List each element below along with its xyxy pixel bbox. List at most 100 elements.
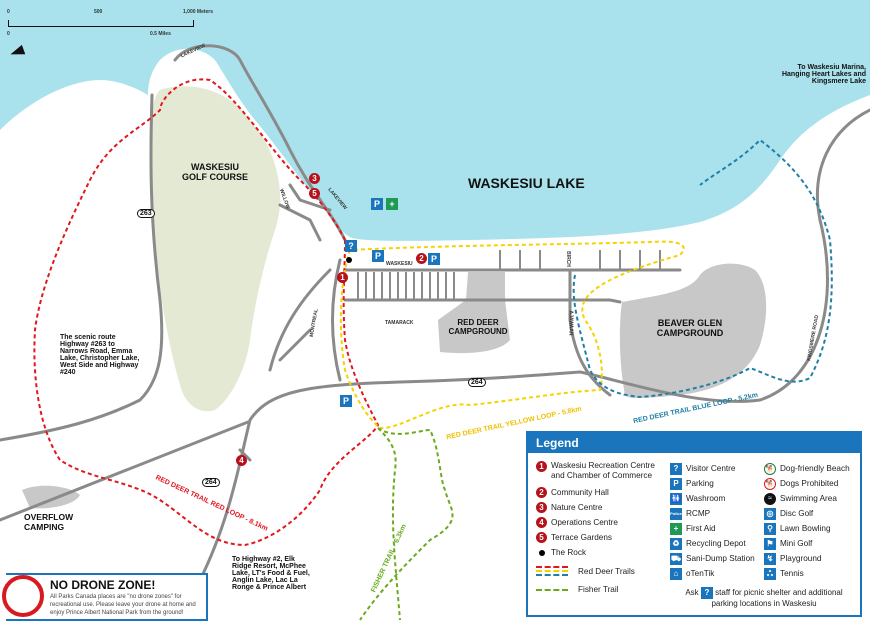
disc-golf-icon: ◎ [764, 507, 776, 520]
legend-item: +First Aid [670, 521, 765, 536]
legend-item: ⚑Mini Golf [764, 536, 862, 551]
parking-icon[interactable]: P [340, 395, 352, 407]
otentik-icon: ⌂ [670, 567, 682, 580]
legend-item: ⛟Sani-Dump Station [670, 551, 765, 566]
to-marina-label: To Waskesiu Marina, Hanging Heart Lakes … [781, 64, 866, 85]
legend-label: Red Deer Trails [578, 566, 635, 576]
legend-item: ◎Disc Golf [764, 506, 862, 521]
legend-item: ♻ Recycling Depot [670, 536, 765, 551]
marker-terrace-gardens[interactable]: 5 [309, 188, 320, 199]
blue-loop-trail [572, 138, 833, 399]
legend-label: Tennis [780, 569, 804, 578]
no-drone-text: All Parks Canada places are "no drone zo… [50, 594, 196, 616]
legend-item: The Rock [536, 545, 666, 560]
legend-label: Swimming Area [780, 494, 837, 503]
red-deer-trails-icon [536, 566, 568, 576]
legend-item: 🐕 Dog-friendly Beach [764, 461, 862, 476]
legend-item: 🐕 Dogs Prohibited [764, 476, 862, 491]
legend-item: ⌂ oTenTik [670, 566, 765, 581]
ask-prefix: Ask [685, 588, 699, 598]
marker-community-hall[interactable]: 2 [416, 253, 427, 264]
to-highway-2-label: To Highway #2, Elk Ridge Resort, McPhee … [232, 556, 310, 591]
legend-label: First Aid [686, 524, 716, 533]
legend-item: ≈Swimming Area [764, 491, 862, 506]
parking-icon: P [670, 477, 682, 490]
legend-title: Legend [528, 433, 860, 453]
fisher-trail [359, 427, 454, 621]
first-aid-icon[interactable]: + [386, 198, 398, 210]
legend-label: The Rock [551, 548, 587, 557]
red-deer-campground-area [438, 272, 510, 354]
legend-label: Terrace Gardens [551, 533, 612, 542]
recycling-icon: ♻ [670, 537, 682, 550]
scale-miles-0: 0 [7, 31, 10, 37]
marker-operations-centre[interactable]: 4 [236, 455, 247, 466]
golf-course [150, 86, 281, 412]
scale-meters-500: 500 [94, 9, 103, 15]
no-drone-icon [2, 575, 44, 617]
dog-friendly-icon: 🐕 [764, 462, 776, 475]
ask-text: staff for picnic shelter and additional … [711, 588, 843, 608]
sani-dump-icon: ⛟ [670, 552, 682, 565]
scenic-route-label: The scenic route Highway #263 to Narrows… [60, 334, 140, 376]
rock-icon [538, 549, 545, 556]
playground-icon: ↯ [764, 552, 776, 565]
street-ajawaan: AJAWAAN [567, 310, 574, 336]
number-5-icon: 5 [536, 532, 547, 543]
legend-label: Playground [780, 554, 822, 563]
parking-icon[interactable]: P [428, 253, 440, 265]
no-drone-zone-notice: NO DRONE ZONE! All Parks Canada places a… [2, 573, 208, 621]
highway-263-shield: 263 [137, 209, 155, 218]
highway-264-shield: 264 [468, 378, 486, 387]
legend-item: Red Deer Trails [536, 560, 666, 582]
visitor-centre-icon[interactable]: ? [345, 240, 357, 252]
campsite-roads [357, 250, 661, 300]
dogs-prohibited-icon: 🐕 [764, 477, 776, 490]
parking-icon[interactable]: P [371, 198, 383, 210]
overflow-camping-label: OVERFLOW CAMPING [24, 512, 74, 532]
lawn-bowling-icon: ⚲ [764, 522, 776, 535]
beaver-glen-campground-area [619, 263, 767, 399]
no-drone-title: NO DRONE ZONE! [50, 578, 156, 592]
legend-label: Waskesiu Recreation Centre and Chamber o… [551, 461, 655, 480]
visitor-centre-icon: ? [670, 462, 682, 475]
street-waskesiu: WASKESIU [386, 261, 413, 267]
legend-label: Dogs Prohibited [780, 479, 839, 488]
legend-label: Visitor Centre [686, 464, 736, 473]
yellow-loop-trail [339, 240, 685, 430]
number-2-icon: 2 [536, 487, 547, 498]
scale-meters-0: 0 [7, 9, 10, 15]
legend-label: Washroom [686, 494, 726, 503]
legend-label: Operations Centre [551, 518, 618, 527]
legend-item: 3 Nature Centre [536, 500, 666, 515]
legend-item: 🚻Washroom [670, 491, 765, 506]
waskesiu-lake [0, 0, 870, 241]
scale-meters-1000: 1,000 Meters [183, 9, 214, 15]
legend-label: Parking [686, 479, 714, 488]
roads [0, 44, 870, 582]
marker-recreation-centre[interactable]: 1 [337, 272, 348, 283]
golf-course-label: WASKESIU GOLF COURSE [181, 162, 248, 182]
legend-item: ↯ Playground [764, 551, 862, 566]
legend-item: ⚲Lawn Bowling [764, 521, 862, 536]
scale-miles-half: 0.5 Miles [150, 31, 171, 37]
number-4-icon: 4 [536, 517, 547, 528]
highway-264-shield-south: 264 [202, 478, 220, 487]
marker-nature-centre[interactable]: 3 [309, 173, 320, 184]
legend-label: Dog-friendly Beach [780, 464, 850, 473]
lake-label: WASKESIU LAKE [468, 175, 585, 191]
number-3-icon: 3 [536, 502, 547, 513]
legend-label: oTenTik [686, 569, 715, 578]
red-deer-campground-label: RED DEER CAMPGROUND [448, 318, 508, 336]
legend-label: Nature Centre [551, 503, 603, 512]
legend-label: Recycling Depot [686, 539, 746, 548]
mini-golf-icon: ⚑ [764, 537, 776, 550]
parking-icon[interactable]: P [372, 250, 384, 262]
fisher-trail-icon [536, 588, 568, 591]
